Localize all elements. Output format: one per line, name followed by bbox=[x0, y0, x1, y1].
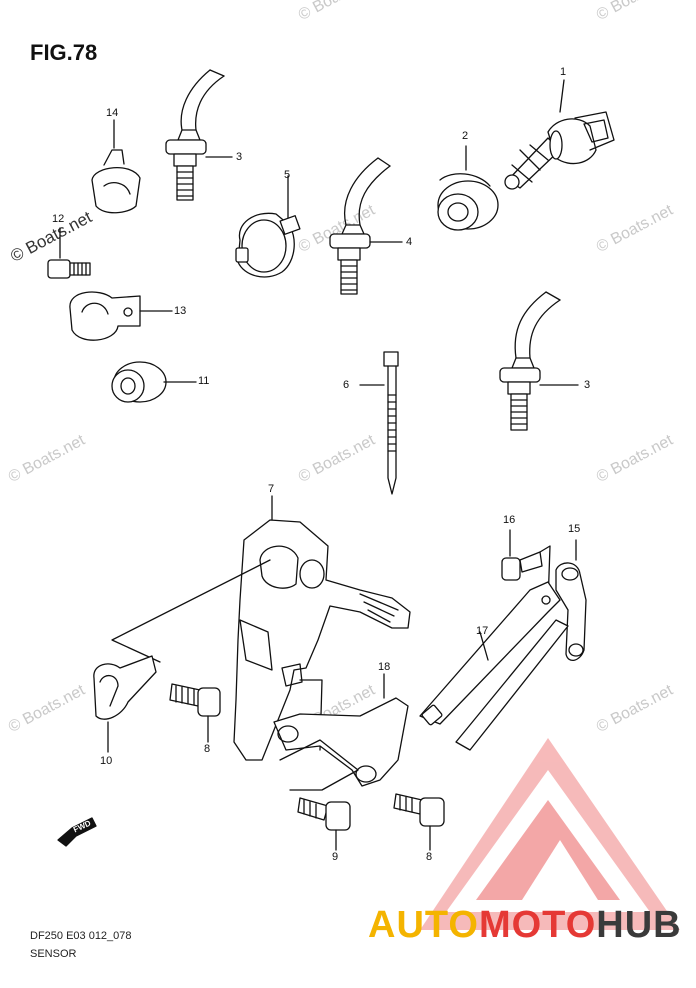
callout-3-right: 3 bbox=[584, 379, 591, 391]
brand-part-hub: HUB bbox=[596, 904, 682, 946]
callout-5: 5 bbox=[284, 169, 291, 181]
part-14-clip bbox=[91, 119, 141, 214]
callout-2: 2 bbox=[462, 130, 469, 142]
part-8-bolt-lower bbox=[393, 793, 445, 851]
callout-1: 1 bbox=[560, 66, 567, 78]
part-10-wire-holder bbox=[93, 655, 157, 753]
part-7-bracket-assembly bbox=[111, 495, 411, 761]
callout-10: 10 bbox=[100, 755, 113, 767]
callout-4: 4 bbox=[406, 236, 413, 248]
callout-14: 14 bbox=[106, 107, 119, 119]
part-1-sensor-connector bbox=[504, 79, 615, 190]
callout-12: 12 bbox=[52, 213, 65, 225]
part-2-grommet bbox=[437, 145, 499, 231]
part-8-bolt-upper bbox=[169, 683, 221, 743]
part-5-knock-sensor bbox=[235, 175, 301, 278]
part-11-grommet bbox=[111, 361, 197, 403]
part-12-bolt bbox=[47, 227, 91, 279]
part-3-switch-right bbox=[499, 291, 579, 431]
callout-15: 15 bbox=[568, 523, 581, 535]
callout-11: 11 bbox=[198, 375, 210, 387]
footer-code: DF250 E03 012_078 bbox=[30, 930, 132, 942]
callout-6: 6 bbox=[343, 379, 350, 391]
callout-8-upper: 8 bbox=[204, 743, 211, 755]
callout-18: 18 bbox=[378, 661, 391, 673]
part-16-bolt bbox=[501, 529, 551, 605]
part-18-plate bbox=[273, 673, 409, 791]
part-17-link-arm bbox=[419, 581, 569, 751]
brand-part-auto: AUTO bbox=[368, 904, 479, 946]
brand-logo-text: AUTOMOTOHUB bbox=[368, 904, 682, 947]
part-3-switch-top bbox=[165, 69, 233, 201]
footer-section: SENSOR bbox=[30, 948, 77, 960]
brand-part-moto: MOTO bbox=[478, 904, 597, 946]
callout-13: 13 bbox=[174, 305, 187, 317]
callout-8-lower: 8 bbox=[426, 851, 433, 863]
part-6-cable-tie bbox=[359, 351, 399, 495]
callout-7: 7 bbox=[268, 483, 275, 495]
fwd-arrow bbox=[57, 817, 97, 847]
callout-17: 17 bbox=[476, 625, 489, 637]
part-13-clamp bbox=[69, 291, 173, 341]
callout-16: 16 bbox=[503, 514, 516, 526]
part-9-bolt bbox=[297, 797, 351, 851]
figure-title: FIG.78 bbox=[30, 40, 98, 65]
brand-triangle-logo bbox=[420, 738, 680, 930]
part-4-switch bbox=[329, 157, 403, 295]
callout-3-top: 3 bbox=[236, 151, 243, 163]
callout-9: 9 bbox=[332, 851, 339, 863]
part-15-bracket bbox=[555, 539, 587, 661]
